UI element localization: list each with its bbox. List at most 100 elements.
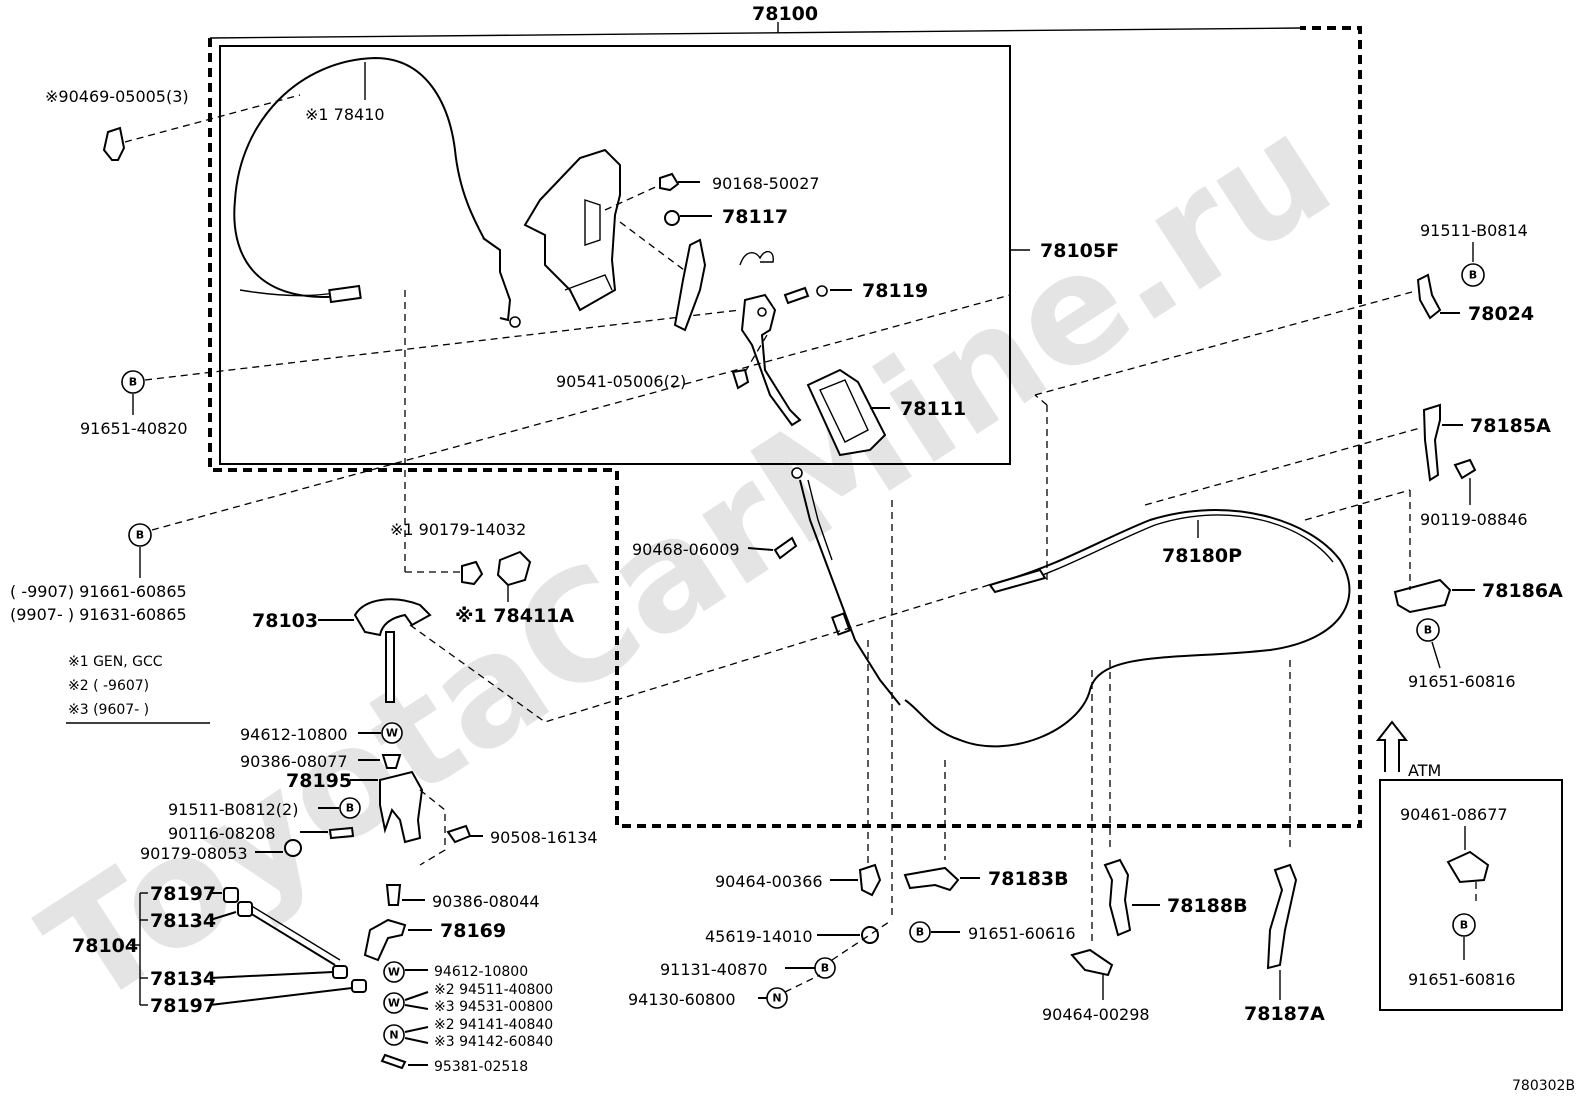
svg-text:B: B [821, 962, 829, 975]
bushing-90386-08044-icon [385, 884, 402, 906]
label-95381: 95381-02518 [434, 1059, 528, 1075]
cable-end-78180P [988, 568, 1047, 594]
shift-lever-78103 [353, 598, 432, 637]
svg-text:B: B [129, 376, 137, 389]
label-90386-08077: 90386-08077 [240, 752, 348, 771]
group-frame-78100 [208, 26, 1362, 828]
label-91661: ( -9907) 91661-60865 [10, 582, 187, 601]
pedal-lever [740, 293, 802, 427]
watermark: ToyotaCarMine.ru [15, 82, 1361, 1040]
clip-90469-icon [102, 126, 126, 161]
label-78180P: 78180P [1162, 545, 1242, 567]
lever-78169 [363, 918, 407, 962]
control-rod-78104 [244, 909, 336, 966]
label-78105F: 78105F [1040, 240, 1119, 262]
svg-text:W: W [386, 727, 398, 740]
group-frame-78105F [219, 45, 1011, 465]
pedal-bracket [523, 148, 621, 312]
label-78100: 78100 [752, 3, 818, 25]
atm-label: ATM [1408, 761, 1441, 780]
pedal-arm-bracket [673, 238, 707, 332]
label-78134-a: 78134 [150, 910, 216, 932]
label-78411A: ※1 78411A [455, 605, 574, 627]
bracket-78195 [379, 770, 424, 844]
svg-text:W: W [388, 997, 400, 1010]
label-90469: ※90469-05005(3) [45, 87, 189, 106]
label-91131: 91131-40870 [660, 960, 768, 979]
nut-90179-08053-icon [284, 839, 302, 857]
label-91651-40820: 91651-40820 [80, 419, 188, 438]
svg-text:B: B [346, 802, 354, 815]
label-78103: 78103 [252, 610, 318, 632]
label-78188B: 78188B [1167, 895, 1248, 917]
label-45619: 45619-14010 [705, 927, 813, 946]
atm-box [1379, 779, 1563, 1011]
group-frame-top-line [209, 27, 1301, 39]
label-91651-60816-b: 91651-60816 [1408, 970, 1516, 989]
label-90386-08044: 90386-08044 [432, 892, 540, 911]
bolt-90116-icon [328, 826, 355, 840]
pedal-pad-78111 [806, 368, 887, 457]
label-94612-b: 94612-10800 [434, 964, 528, 980]
label-78410: ※1 78410 [305, 105, 385, 124]
label-90461: 90461-08677 [1400, 805, 1508, 824]
label-78195: 78195 [286, 770, 352, 792]
cable-end-78410 [328, 284, 362, 304]
pin-95381-icon [380, 1053, 407, 1070]
label-78111: 78111 [900, 398, 966, 420]
clip-90464-00298-icon [1070, 948, 1114, 977]
label-78185A: 78185A [1470, 415, 1551, 437]
bolt-90119-icon [1453, 458, 1477, 480]
clip-90508-icon [446, 824, 472, 844]
diagram-id: 780302B [1512, 1078, 1575, 1094]
label-90464-00366: 90464-00366 [715, 872, 823, 891]
grommet-45619-icon [861, 926, 879, 944]
label-90541: 90541-05006(2) [556, 372, 686, 391]
label-78183B: 78183B [988, 868, 1069, 890]
bolt-90168-icon [659, 172, 680, 192]
label-90179-08053: 90179-08053 [140, 844, 248, 863]
label-78134-b: 78134 [150, 968, 216, 990]
label-90168: 90168-50027 [712, 174, 820, 193]
cap-78411A-icon [496, 550, 532, 587]
svg-text:N: N [389, 1029, 398, 1042]
clamp-78186A [1393, 578, 1452, 614]
nut-90179-14032-icon [461, 560, 484, 586]
svg-text:B: B [1424, 624, 1432, 637]
label-78117: 78117 [722, 206, 788, 228]
clip-90464-00366-icon [858, 863, 882, 897]
label-78186A: 78186A [1482, 580, 1563, 602]
stopper-90541-icon [731, 368, 750, 390]
bushing-90386-08077-icon [381, 754, 402, 769]
pin-78119-icon [783, 286, 810, 305]
legend-note-1: ※1 GEN, GCC [68, 654, 163, 670]
cable-78410 [233, 56, 491, 298]
label-78197-a: 78197 [150, 883, 216, 905]
legend-note-3: ※3 (9607- ) [68, 702, 149, 718]
svg-text:W: W [388, 966, 400, 979]
svg-text:B: B [916, 926, 924, 939]
label-94612-a: 94612-10800 [240, 725, 348, 744]
label-78104: 78104 [72, 935, 138, 957]
clamp-78183B [903, 866, 960, 892]
svg-text:B: B [136, 529, 144, 542]
bracket-78024 [1416, 273, 1442, 320]
label-94531: ※3 94531-00800 [434, 999, 553, 1015]
label-90119: 90119-08846 [1420, 510, 1528, 529]
label-78024: 78024 [1468, 303, 1534, 325]
bracket-78187A [1266, 863, 1298, 970]
throttle-cable [799, 479, 901, 706]
clamp-90461-icon [1446, 850, 1490, 884]
label-94511: ※2 94511-40800 [434, 982, 553, 998]
spring-icon [739, 251, 774, 266]
legend-note-2: ※2 ( -9607) [68, 678, 149, 694]
label-91511-B0814: 91511-B0814 [1420, 221, 1528, 240]
label-78169: 78169 [440, 920, 506, 942]
label-78197-b: 78197 [150, 995, 216, 1017]
label-90464-00298: 90464-00298 [1042, 1005, 1150, 1024]
svg-text:B: B [1469, 269, 1477, 282]
svg-text:N: N [772, 992, 781, 1005]
label-90179-14032: ※1 90179-14032 [390, 520, 526, 539]
label-78187A: 78187A [1244, 1003, 1325, 1025]
